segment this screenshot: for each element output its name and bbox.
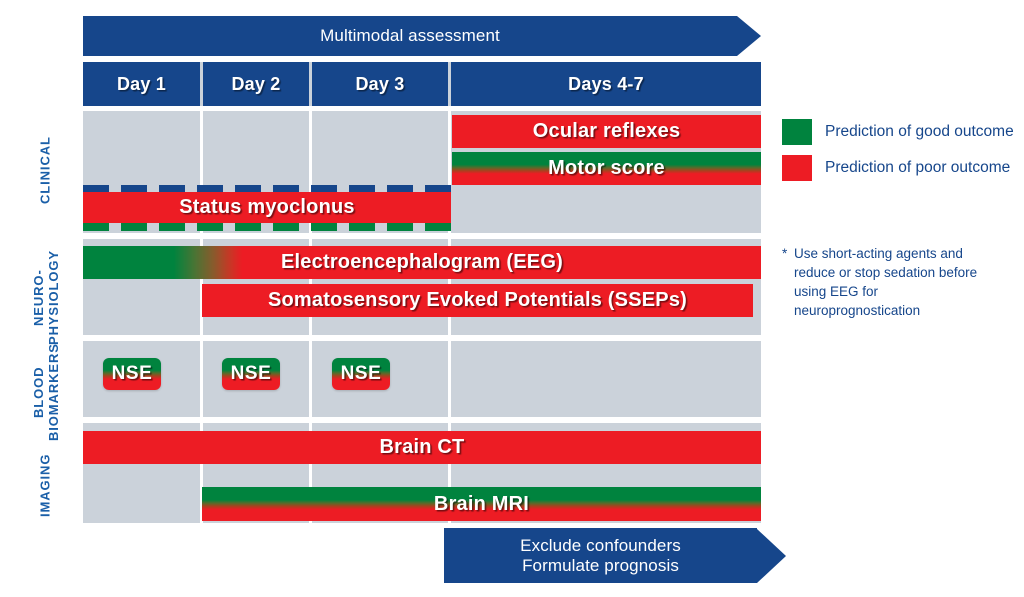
legend-item-poor-outcome: Prediction of poor outcome: [782, 155, 1010, 181]
prognostication-timeline-grid: Day 1 Day 2 Day 3 Days 4-7 Ocular reflex…: [83, 62, 761, 523]
legend-label-good: Prediction of good outcome: [825, 123, 1014, 140]
section-label-neurophysiology: NEURO- PHYSIOLOGY: [31, 250, 61, 345]
section-separator-neuro: [83, 233, 761, 239]
bar-label: Ocular reflexes: [532, 120, 681, 142]
bar-motor-score: Motor score: [452, 152, 761, 185]
legend-swatch-good: [782, 119, 812, 145]
marker-label: NSE: [230, 363, 272, 384]
marker-nse-day-1: NSE: [103, 358, 161, 390]
bar-label: Brain MRI: [433, 492, 530, 515]
column-separator-1: [200, 106, 203, 523]
eeg-sedation-footnote: * Use short-acting agents and reduce or …: [782, 244, 997, 321]
section-separator-imaging: [83, 417, 761, 423]
marker-label: NSE: [340, 363, 382, 384]
bar-brain-mri: Brain MRI: [202, 487, 761, 521]
motor-score-dashed-line: [83, 222, 451, 231]
arrow-body: [444, 528, 757, 583]
marker-label: NSE: [111, 363, 153, 384]
arrow-head-icon: [737, 16, 761, 56]
column-header-day-3: Day 3: [312, 62, 448, 106]
footnote-marker: *: [782, 246, 788, 261]
bar-label: Motor score: [548, 157, 665, 179]
bar-label: Electroencephalogram (EEG): [281, 251, 563, 273]
bar-brain-ct: Brain CT: [83, 431, 761, 464]
marker-nse-day-3: NSE: [332, 358, 390, 390]
multimodal-assessment-arrow: Multimodal assessment: [83, 16, 761, 56]
marker-nse-day-2: NSE: [222, 358, 280, 390]
exclude-confounders-arrow: Exclude confounders Formulate prognosis: [444, 528, 786, 583]
footnote-text: Use short-acting agents and reduce or st…: [794, 246, 978, 319]
column-header-days-4-7: Days 4-7: [451, 62, 761, 106]
bar-label: Brain CT: [379, 436, 465, 458]
column-header-day-1: Day 1: [83, 62, 200, 106]
bar-ocular-reflexes: Ocular reflexes: [452, 115, 761, 148]
legend-swatch-poor: [782, 155, 812, 181]
bar-label: Somatosensory Evoked Potentials (SSEPs): [267, 289, 688, 311]
section-label-imaging: IMAGING: [37, 453, 53, 517]
ocular-reflexes-dashed-line: [83, 185, 451, 194]
section-separator-clinical: [83, 106, 761, 111]
legend-item-good-outcome: Prediction of good outcome: [782, 119, 1014, 145]
legend-label-poor: Prediction of poor outcome: [825, 159, 1011, 176]
bar-status-myoclonus: Status myoclonus: [83, 192, 451, 223]
bar-eeg: Electroencephalogram (EEG): [83, 246, 761, 279]
bar-sseps: Somatosensory Evoked Potentials (SSEPs): [202, 284, 753, 317]
section-label-clinical: CLINICAL: [37, 136, 53, 204]
arrow-head-icon: [757, 528, 786, 583]
bar-label: Status myoclonus: [179, 196, 355, 218]
arrow-body: [83, 16, 737, 56]
column-header-day-2: Day 2: [203, 62, 309, 106]
section-separator-biomarkers: [83, 335, 761, 341]
